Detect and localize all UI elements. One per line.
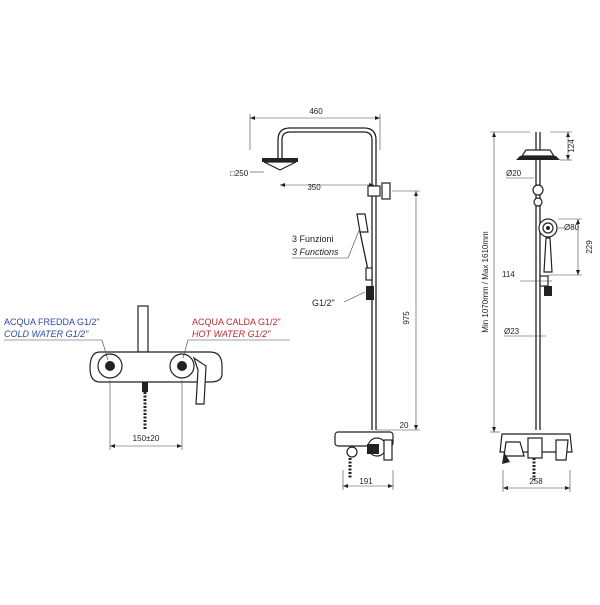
top-depth-dimension: 124 [567,139,576,153]
diverter-joint [367,185,381,197]
hand-shower-holder [356,213,369,233]
side-shower-head [516,156,560,160]
hand-shower [359,231,369,271]
side-view: 124 Ø20 Ø80 229 114 Ø23 [481,131,594,492]
height-dimension: 975 [402,311,411,325]
shower-arm [281,131,373,190]
hose-connector [142,382,148,392]
pipe-diameter: Ø20 [506,169,522,178]
width-dimension: 150±20 [133,434,160,443]
hot-label-en: HOT WATER G1/2" [192,329,271,339]
hose-bracket [366,286,374,300]
arm-reach: 350 [307,183,321,192]
shower-head [262,158,298,162]
hot-connector-nut [177,361,187,371]
bracket-dimension: 114 [502,270,515,279]
hot-label-it: ACQUA CALDA G1/2" [192,317,281,327]
lever-handle [192,356,207,405]
base-depth-dimension: 258 [529,477,543,486]
outlet-pipe [137,305,149,353]
height-knob [381,182,391,200]
base-width-dimension: 191 [359,477,373,486]
offset-dimension: 20 [400,421,409,430]
total-height-dimension: Min 1070mm / Max 1610mm [481,231,490,333]
hand-shower-diameter: Ø80 [564,223,580,232]
functions-label-it: 3 Funzioni [292,234,334,244]
head-size: □250 [230,169,249,178]
hand-height-dimension: 229 [585,240,594,254]
lower-diameter: Ø23 [504,327,520,336]
cold-label-en: COLD WATER G1/2" [4,329,89,339]
functions-label-en: 3 Functions [292,247,339,257]
thread-label: G1/2" [312,298,335,308]
cold-connector-nut [105,361,115,371]
cold-label-it: ACQUA FREDDA G1/2" [4,317,100,327]
wall-mixer-view: ACQUA FREDDA G1/2" COLD WATER G1/2" ACQU… [4,305,290,450]
front-view: 460 □250 350 3 Funzioni 3 Functions G1/2… [230,107,420,490]
top-width-dimension: 460 [309,107,323,116]
side-hose-bracket [544,286,552,296]
